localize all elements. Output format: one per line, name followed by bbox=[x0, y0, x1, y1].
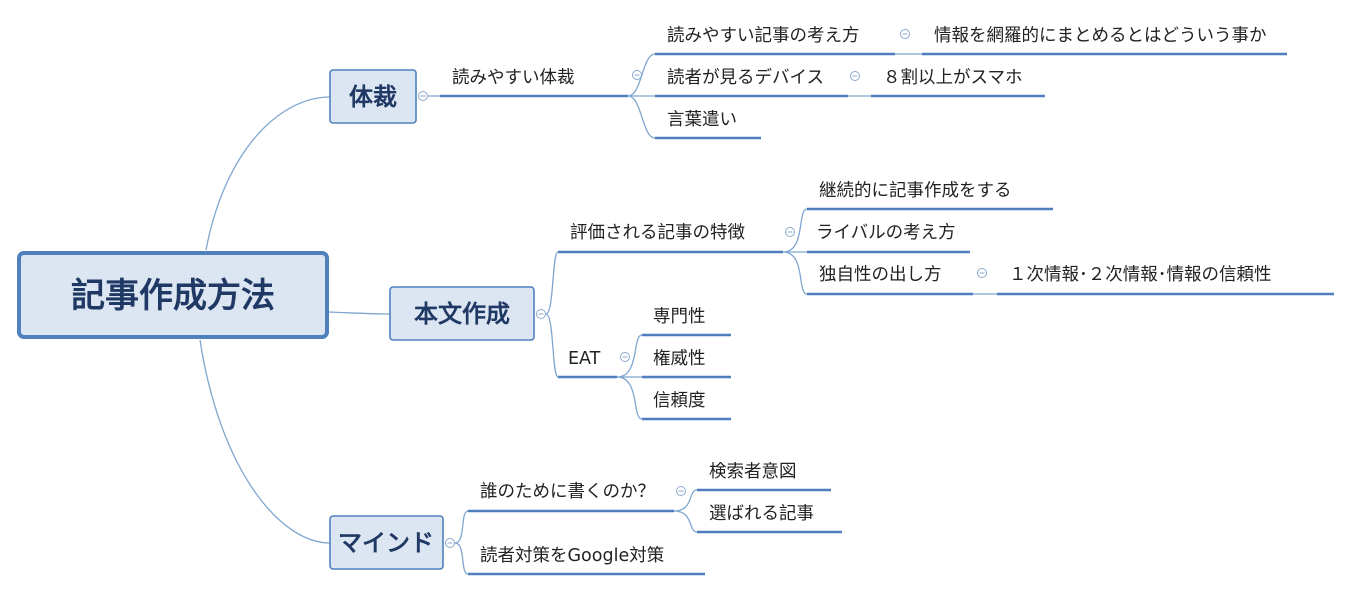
connector-tokucho-children bbox=[782, 208, 808, 295]
dare-collapse-toggle[interactable] bbox=[676, 486, 686, 496]
honbun-collapse-toggle[interactable] bbox=[536, 309, 546, 319]
connector-honbun-children bbox=[545, 251, 559, 378]
node-kangaekata-label[interactable]: 読みやすい記事の考え方 bbox=[667, 26, 860, 46]
root-node[interactable]: 記事作成方法 bbox=[17, 251, 329, 339]
node-smartphone-label[interactable]: ８割以上がスマホ bbox=[883, 68, 1022, 88]
node-tokucho-label[interactable]: 評価される記事の特徴 bbox=[570, 223, 745, 243]
connector-root-mind bbox=[199, 339, 331, 544]
kangaekata-collapse-toggle[interactable] bbox=[900, 29, 910, 39]
device-collapse-toggle[interactable] bbox=[850, 71, 860, 81]
branch-teisai: 体裁 読みやすい体裁 読みやすい記事の考え方 情報を網羅的にまとめるとはどういう… bbox=[329, 26, 1287, 140]
teisai-node-label: 体裁 bbox=[349, 83, 397, 111]
eat-collapse-toggle[interactable] bbox=[620, 352, 630, 362]
node-google-label[interactable]: 読者対策をGoogle対策 bbox=[480, 546, 664, 566]
node-yomiyasui-teisai-label[interactable]: 読みやすい体裁 bbox=[452, 68, 575, 88]
node-shinraisei-label[interactable]: １次情報･２次情報･情報の信頼性 bbox=[1009, 265, 1272, 285]
teisai-node-box[interactable] bbox=[329, 69, 417, 124]
dokuji-collapse-toggle[interactable] bbox=[977, 268, 987, 278]
node-device-label[interactable]: 読者が見るデバイス bbox=[667, 67, 824, 88]
node-dare-label[interactable]: 誰のために書くのか？ bbox=[480, 482, 655, 502]
teisai-collapse-toggle[interactable] bbox=[418, 91, 428, 101]
node-mouraateki-label[interactable]: 情報を網羅的にまとめるとはどういう事か bbox=[934, 26, 1267, 46]
node-erabareru-label[interactable]: 選ばれる記事 bbox=[709, 504, 814, 524]
node-kotoba-label[interactable]: 言葉遣い bbox=[667, 110, 737, 130]
connector-root-teisai bbox=[205, 96, 331, 251]
branch-honbun: 本文作成 評価される記事の特徴 継続的に記事作成をする ライバルの考え方 独自性… bbox=[389, 181, 1334, 421]
node-eat-label[interactable]: EAT bbox=[568, 349, 601, 369]
node-dokuji-label[interactable]: 独自性の出し方 bbox=[819, 265, 942, 285]
mind-node-box[interactable] bbox=[329, 515, 444, 570]
connector-mind-children bbox=[454, 510, 469, 575]
mind-collapse-toggle[interactable] bbox=[445, 538, 455, 548]
branch-mind: マインド 誰のために書くのか？ 検索者意図 選ばれる記事 読者対策をGoogle… bbox=[329, 462, 842, 576]
node-shinraido-label[interactable]: 信頼度 bbox=[653, 391, 706, 411]
node-kensaku-label[interactable]: 検索者意図 bbox=[709, 462, 797, 482]
root-node-label: 記事作成方法 bbox=[71, 276, 275, 316]
root-node-box bbox=[17, 251, 329, 339]
root-connectors bbox=[199, 96, 391, 544]
honbun-node-box[interactable] bbox=[389, 286, 535, 341]
connector-root-honbun bbox=[327, 311, 391, 315]
node-keniisei-label[interactable]: 権威性 bbox=[653, 349, 706, 369]
node-keizoku-label[interactable]: 継続的に記事作成をする bbox=[819, 181, 1012, 201]
yomiyasui-teisai-collapse-toggle[interactable] bbox=[632, 70, 642, 80]
node-rival-label[interactable]: ライバルの考え方 bbox=[816, 223, 956, 243]
connector-dare-children bbox=[673, 489, 698, 533]
mind-node-label: マインド bbox=[338, 529, 434, 557]
node-senmonsei-label[interactable]: 専門性 bbox=[653, 307, 706, 327]
connector-eat-children bbox=[616, 334, 643, 420]
honbun-node-label: 本文作成 bbox=[414, 300, 510, 328]
connector-yomiyasui-children bbox=[627, 53, 656, 139]
tokucho-collapse-toggle[interactable] bbox=[785, 227, 795, 237]
